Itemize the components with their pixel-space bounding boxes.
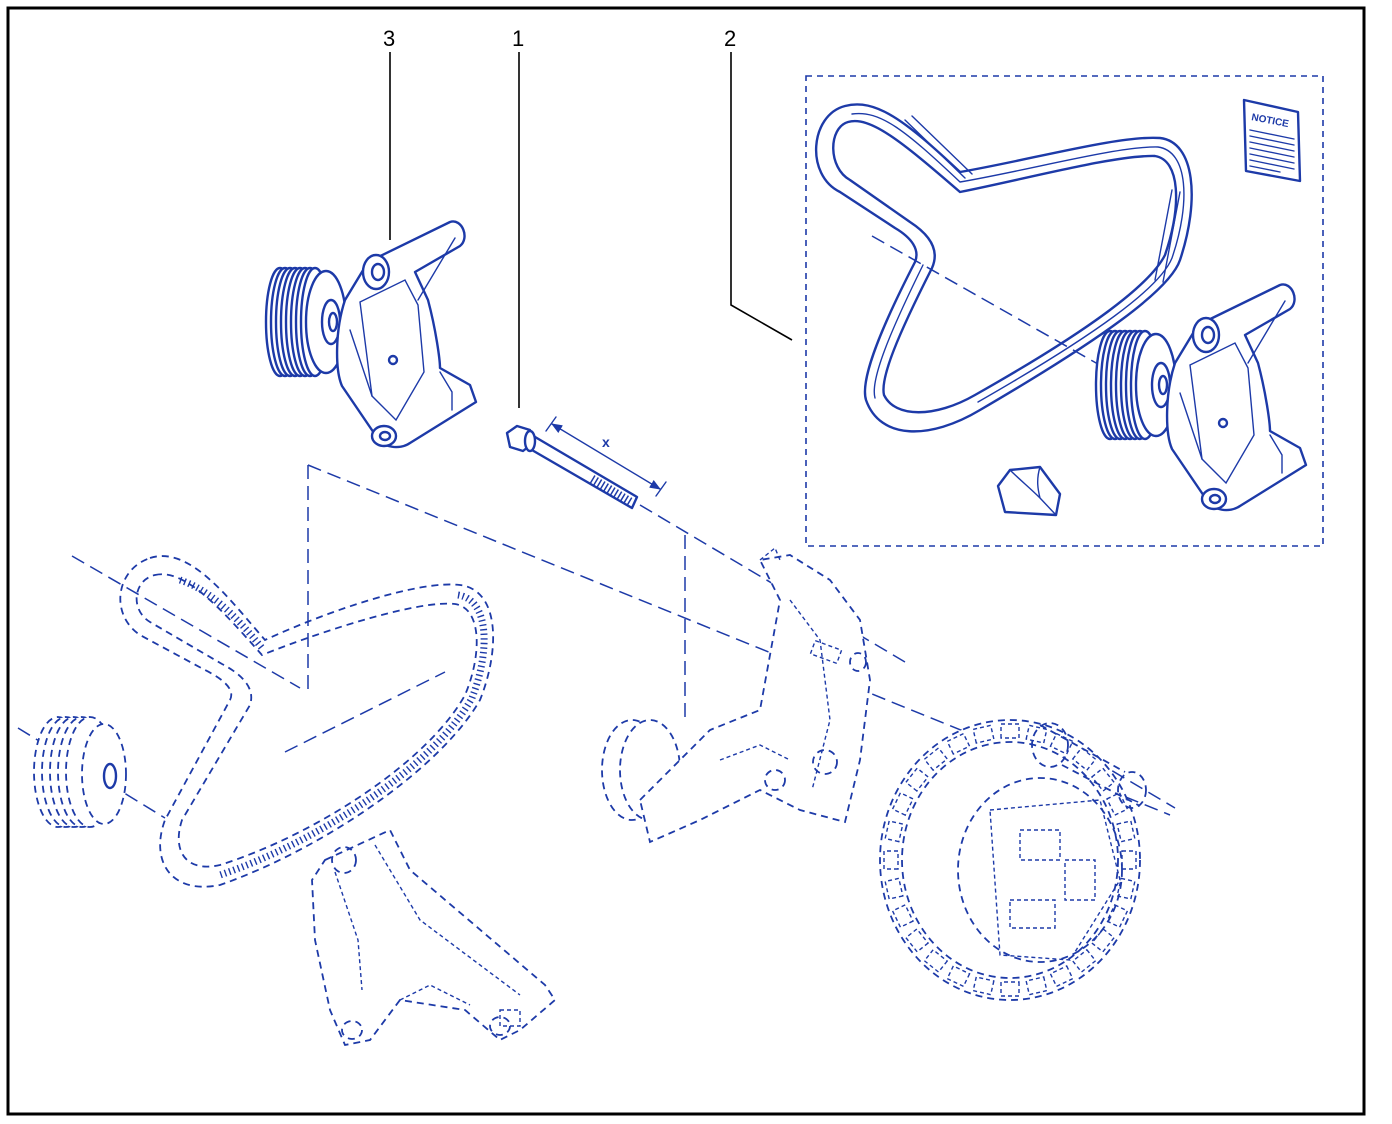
installed-tensioner — [601, 546, 871, 844]
alternator-vent-slot — [904, 928, 930, 953]
kit-assembly-axis — [871, 235, 1113, 373]
callout-1: 1 — [512, 26, 524, 51]
alternator-vent-slot — [946, 732, 971, 755]
alternator-vent-slot — [1106, 791, 1129, 817]
alternator-vent-slot — [946, 965, 971, 988]
alternator — [879, 719, 1147, 1001]
alternator-vent-slot — [1116, 820, 1136, 843]
alternator-vent-slot — [891, 903, 914, 929]
alternator-vent-slot — [923, 948, 949, 973]
alternator-vent-slot — [1025, 724, 1048, 744]
kit-belt — [815, 103, 1193, 433]
alternator-vent-slot — [1116, 877, 1136, 900]
alternator-vent-slot — [1049, 965, 1074, 988]
alternator-vent-slot — [1071, 948, 1097, 973]
installed-belt — [119, 555, 494, 888]
leader-line-2 — [730, 52, 793, 341]
alternator-vent-slot — [1090, 928, 1116, 953]
kit-clip — [996, 465, 1062, 517]
kit-notice-booklet: NOTICE — [1242, 98, 1302, 183]
alternator-vent-slot — [891, 791, 914, 817]
alternator-vent-slot — [1090, 767, 1116, 792]
alternator-vent-slot — [1106, 903, 1129, 929]
alternator-vent-slot — [923, 747, 949, 772]
callout-2: 2 — [724, 26, 736, 51]
dimension-tick-start — [545, 416, 557, 432]
bolt-washer — [523, 429, 537, 453]
alternator-vent-slot — [1071, 747, 1097, 772]
lower-bracket — [311, 828, 557, 1047]
callout-3: 3 — [383, 26, 395, 51]
dimension-line — [551, 423, 661, 490]
kit-box-item-2 — [805, 75, 1324, 547]
alternator-vent-ring — [883, 723, 1137, 997]
alternator-vent-slot — [1025, 976, 1048, 996]
bolt-item-1: x — [505, 416, 667, 510]
idler-pulley — [33, 716, 127, 828]
alternator-vent-slot — [883, 850, 899, 870]
alternator-vent-slot — [1121, 850, 1137, 870]
alternator-vent-slot — [1000, 723, 1020, 739]
alternator-vent-slot — [1000, 981, 1020, 997]
dimension-label: x — [602, 434, 610, 450]
alternator-vent-slot — [904, 767, 930, 792]
alternator-vent-slot — [1049, 732, 1074, 755]
dimension-tick-end — [655, 481, 667, 497]
